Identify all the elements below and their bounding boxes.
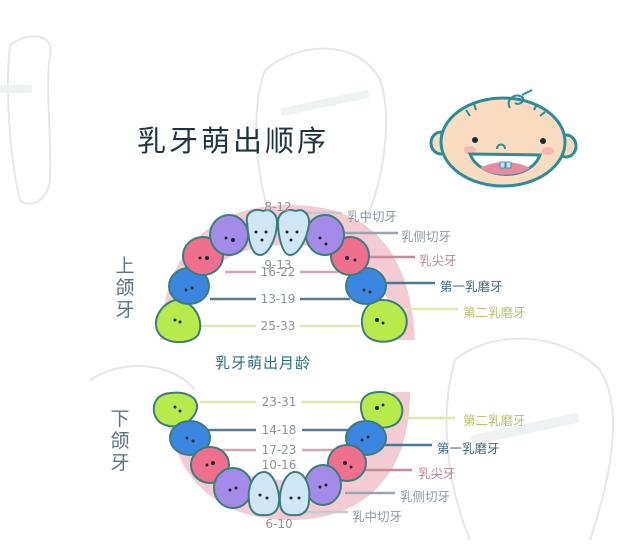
name-upper-lateral-incisor: 乳侧切牙 [401, 229, 452, 244]
age-lower-canine: 17-23 [261, 443, 297, 457]
age-upper-second-molar: 25-33 [260, 319, 296, 333]
age-upper-first-molar: 13-19 [260, 292, 296, 306]
name-upper-second-molar: 第二乳磨牙 [463, 305, 526, 320]
age-lower-second-molar: 23-31 [261, 395, 297, 409]
lower-jaw-label: 下 颌 牙 [110, 408, 130, 474]
age-lower-lateral-incisor: 10-16 [261, 458, 297, 472]
name-upper-central-incisor: 乳中切牙 [347, 209, 398, 224]
age-lower-central-incisor: 6-10 [265, 517, 293, 531]
age-upper-central-incisor: 8-12 [264, 200, 292, 214]
age-upper-lateral-incisor: 9-13 [264, 258, 292, 272]
page-title: 乳牙萌出顺序 [137, 124, 330, 158]
name-lower-second-molar: 第二乳磨牙 [463, 413, 526, 428]
age-upper-canine: 16-22 [260, 265, 296, 279]
name-lower-canine: 乳尖牙 [418, 466, 456, 481]
name-lower-lateral-incisor: 乳侧切牙 [400, 489, 451, 504]
tooth-upper-second-molar-left [155, 298, 202, 344]
name-lower-central-incisor: 乳中切牙 [352, 509, 403, 524]
subtitle: 乳牙萌出月龄 [215, 354, 312, 372]
name-upper-canine: 乳尖牙 [419, 253, 457, 268]
upper-jaw-label: 上 颌 牙 [115, 255, 135, 321]
age-lower-first-molar: 14-18 [261, 423, 297, 437]
name-upper-first-molar: 第一乳磨牙 [440, 279, 503, 294]
name-lower-first-molar: 第一乳磨牙 [437, 441, 500, 456]
